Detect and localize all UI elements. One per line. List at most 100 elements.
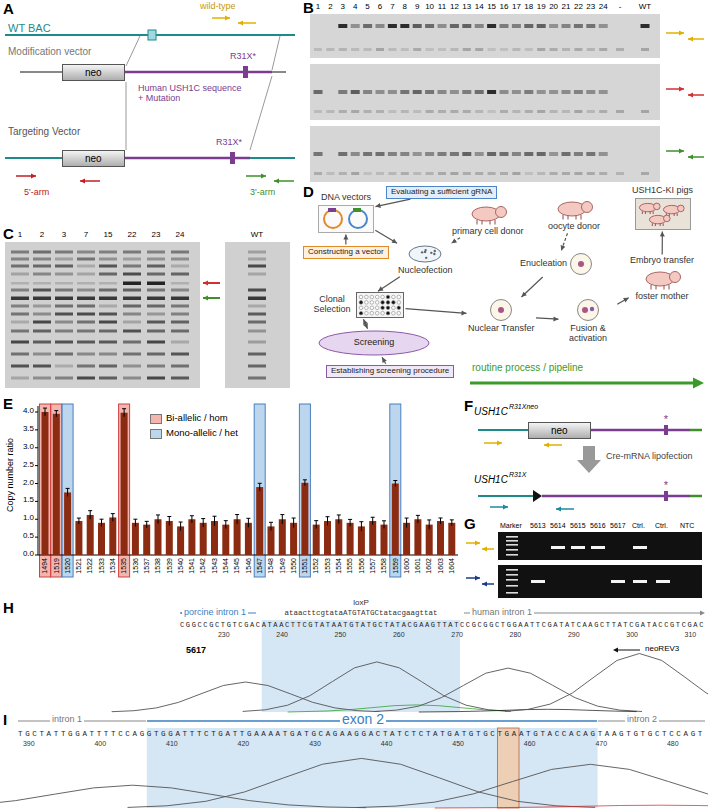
figure-label: *	[664, 413, 668, 425]
gel-band	[33, 321, 51, 324]
arrow-head	[375, 203, 380, 208]
gel-band	[55, 265, 73, 268]
gel-band	[33, 273, 51, 276]
flow-connector	[521, 277, 542, 297]
cell-dot	[425, 249, 427, 251]
chromatogram-trace	[0, 785, 366, 808]
pipeline-step: Nucleofection	[398, 244, 453, 276]
error-bar	[280, 514, 284, 515]
data-bar	[132, 523, 139, 555]
gel-band	[123, 273, 141, 276]
arrow-head	[660, 231, 665, 236]
gel-band	[463, 48, 471, 51]
figure-label: intron 1	[50, 715, 84, 725]
gel-band	[450, 24, 459, 28]
gel-band	[314, 152, 323, 156]
flow-connector	[561, 233, 567, 250]
marker-band	[506, 579, 518, 581]
error-bar	[203, 519, 204, 527]
error-bar	[201, 518, 205, 519]
gel-band	[562, 172, 570, 175]
cell-dot	[421, 251, 423, 253]
error-bar	[146, 521, 147, 528]
figure-label: 1601	[414, 558, 422, 574]
gel-band	[549, 90, 558, 94]
well	[381, 306, 385, 310]
cell2-icon	[576, 298, 600, 322]
gel-band	[450, 172, 458, 175]
figure-label: 1534	[109, 558, 117, 574]
gel-band	[326, 48, 334, 51]
flow-connector	[382, 357, 387, 363]
gel-band	[488, 110, 496, 113]
pig-leg	[489, 220, 490, 225]
gel-band	[599, 24, 608, 28]
node-text: Fusion & activation	[560, 324, 616, 344]
gel-band	[11, 289, 29, 292]
figure-label: 1552	[312, 558, 320, 574]
error-bar	[282, 515, 283, 524]
primer-arrow	[503, 505, 508, 510]
figure-label: Copy number ratio	[6, 438, 16, 512]
gel-band	[248, 341, 266, 344]
gel-band	[462, 90, 471, 94]
gel-band	[55, 305, 73, 308]
cassette-box: neo	[528, 422, 591, 439]
figure-label: 3.0	[23, 443, 34, 452]
gel-band	[562, 110, 570, 113]
figure-label: 2	[40, 231, 44, 240]
primer-arrow	[31, 174, 36, 179]
gel-band	[351, 90, 360, 94]
gel-band	[314, 110, 322, 113]
figure-label: 18	[524, 3, 533, 12]
figure-label: 440	[381, 740, 393, 748]
mutation-tick	[230, 152, 235, 164]
primer-arrow	[679, 87, 684, 92]
well	[359, 306, 363, 310]
well	[370, 306, 374, 310]
gel-band	[376, 152, 385, 156]
figure-label: 3	[62, 231, 66, 240]
figure-label: H	[3, 600, 14, 617]
gel-band	[248, 313, 266, 316]
gel-band	[426, 172, 434, 175]
gel-band	[500, 152, 509, 156]
figure-label: 1.5	[23, 496, 34, 505]
gel-band	[599, 90, 608, 94]
plasmid-icon	[318, 205, 374, 233]
vector-line	[20, 71, 64, 73]
gel-band	[574, 90, 583, 94]
pig-icon	[554, 198, 594, 220]
figure-label: 17	[512, 3, 521, 12]
gel-band	[641, 24, 650, 28]
gel-band	[77, 341, 95, 344]
gene-line	[690, 495, 702, 498]
plasmid-insert	[328, 208, 336, 212]
data-bar	[268, 526, 275, 555]
plasmid-insert	[353, 208, 361, 212]
gel-band	[571, 546, 585, 549]
nucleus	[582, 307, 588, 313]
gel-band	[641, 48, 649, 51]
gel-band	[364, 172, 372, 175]
photo-frame	[635, 198, 690, 229]
node-text: Nucleofection	[398, 266, 453, 276]
gel-band	[487, 152, 496, 156]
gel-band	[351, 152, 360, 156]
gel-band	[171, 341, 189, 344]
flow-connector	[617, 298, 628, 304]
gel-band	[550, 48, 558, 51]
gel-band	[599, 152, 608, 156]
chromatogram-trace	[506, 654, 708, 713]
gel-band	[363, 24, 372, 28]
gel-band	[413, 152, 422, 156]
data-bar	[324, 521, 331, 555]
figure-label: 19	[537, 3, 546, 12]
gel-band	[388, 110, 396, 113]
error-bar	[348, 519, 352, 520]
well	[365, 301, 369, 305]
gel-band	[413, 110, 421, 113]
figure-label: exon 2	[340, 712, 386, 727]
figure-label: 260	[393, 631, 405, 639]
error-bar	[90, 511, 91, 520]
